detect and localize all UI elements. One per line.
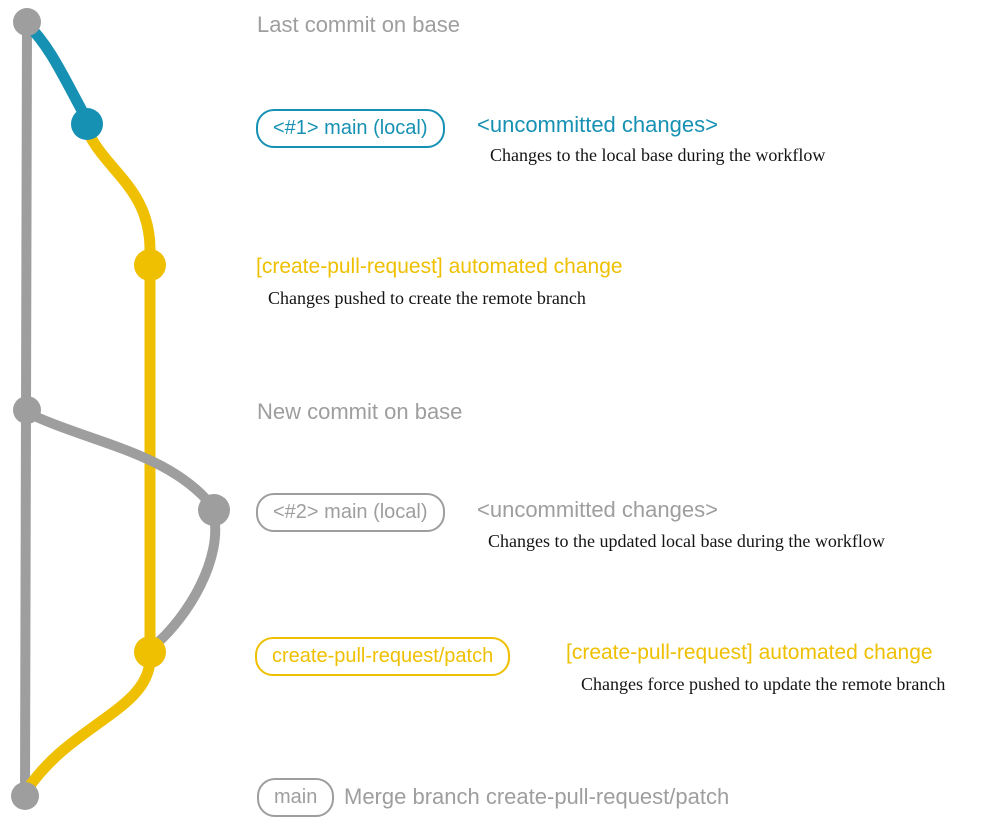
local-main-edge — [21, 18, 92, 124]
rebase-edge-out — [25, 409, 211, 504]
merge-commit-label: Merge branch create-pull-request/patch — [344, 784, 730, 809]
automated-change-heading-1: [create-pull-request] automated change — [256, 255, 623, 278]
patch-branch-edge — [83, 128, 156, 658]
push1-description: Changes pushed to create the remote bran… — [268, 288, 586, 308]
last-commit-label: Last commit on base — [257, 12, 460, 37]
merge-edge — [21, 654, 156, 796]
branch-badge-patch: create-pull-request/patch — [255, 637, 511, 676]
branch-badge-main-2: <#2> main (local) — [256, 493, 445, 532]
commit-node-merge — [11, 782, 39, 810]
branch-badge-main-1: <#1> main (local) — [256, 109, 445, 148]
commit-node-new-base — [13, 396, 41, 424]
commit-node-local-1 — [71, 108, 103, 140]
new-commit-label: New commit on base — [257, 399, 463, 424]
branch2-description: Changes to the updated local base during… — [488, 531, 885, 551]
automated-change-heading-2: [create-pull-request] automated change — [566, 641, 933, 664]
uncommitted-changes-label-1: <uncommitted changes> — [477, 112, 718, 137]
commit-node-patch-1 — [134, 249, 166, 281]
rebase-edge-in — [149, 511, 221, 651]
push2-description: Changes force pushed to update the remot… — [581, 674, 946, 694]
uncommitted-changes-label-2: <uncommitted changes> — [477, 497, 718, 522]
commit-node-patch-2 — [134, 636, 166, 668]
commit-node-last-base — [13, 8, 41, 36]
branch1-description: Changes to the local base during the wor… — [490, 145, 826, 165]
commit-node-local-2 — [198, 494, 230, 526]
branch-badge-main-final: main — [257, 778, 335, 817]
